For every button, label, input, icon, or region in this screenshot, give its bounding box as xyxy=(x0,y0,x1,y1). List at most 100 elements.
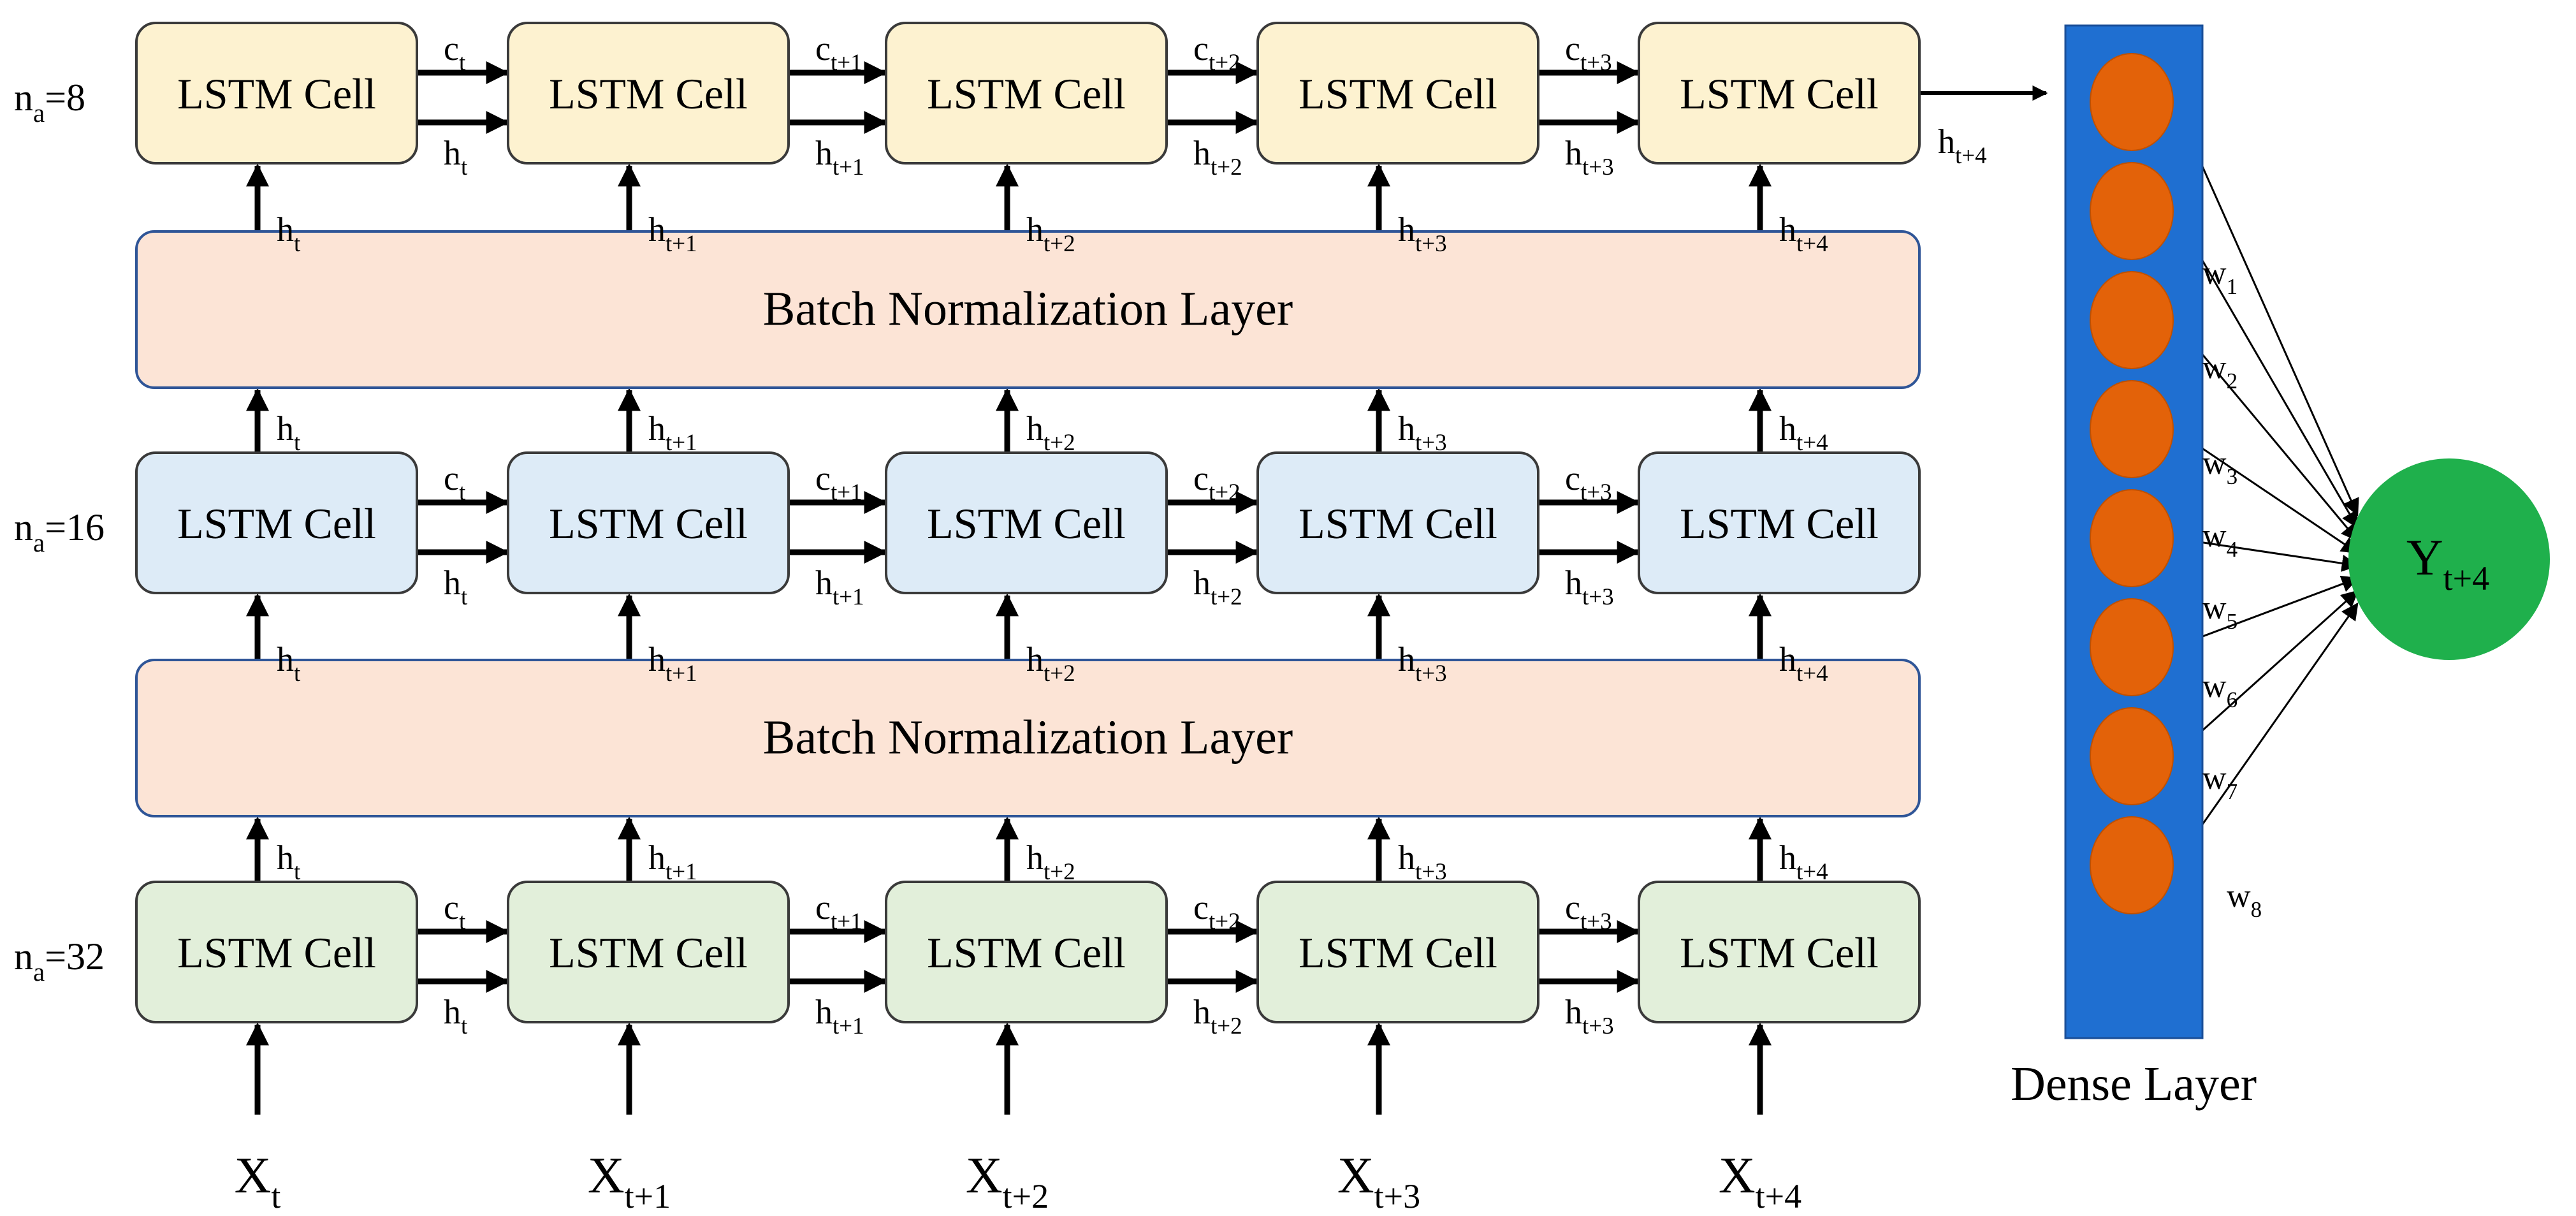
weight-label: w4 xyxy=(2202,518,2238,562)
hidden-state-label: ht+3 xyxy=(1565,564,1614,610)
hidden-state-label-main: h xyxy=(815,134,833,172)
hidden-state-label: ht+3 xyxy=(1565,993,1614,1039)
cell-state-label-main: c xyxy=(815,888,831,927)
hidden-up-label-sub: t+2 xyxy=(1044,430,1075,456)
weight-label-sub: 3 xyxy=(2227,464,2238,489)
hidden-state-label-main: h xyxy=(1565,564,1582,602)
hidden-up-label-sub: t+3 xyxy=(1415,430,1447,456)
hidden-up-label-sub: t+2 xyxy=(1044,859,1075,885)
lstm-cell-label: LSTM Cell xyxy=(177,499,376,548)
cell-state-label-sub: t+1 xyxy=(831,909,862,935)
weight-label-sub: 5 xyxy=(2227,609,2238,634)
layer-size-label-main: n xyxy=(14,506,33,548)
hidden-up-label-main: h xyxy=(1026,409,1044,448)
hidden-up-label: ht+1 xyxy=(648,210,697,257)
hidden-up-label-sub: t+4 xyxy=(1796,661,1828,687)
lstm-cell-label: LSTM Cell xyxy=(177,928,376,977)
cell-state-label-sub: t xyxy=(459,480,466,506)
hidden-up-label-main: h xyxy=(1398,210,1415,249)
output-node xyxy=(2348,458,2550,660)
hidden-up-label: ht+1 xyxy=(648,839,697,885)
cell-state-label: ct+3 xyxy=(1565,459,1612,506)
lstm-cell xyxy=(885,881,1168,1023)
lstm-cell xyxy=(1256,881,1539,1023)
input-label-main: X xyxy=(588,1148,625,1204)
hidden-up-label: ht+4 xyxy=(1779,210,1828,257)
layer-size-label-main: n xyxy=(14,77,33,119)
dense-node xyxy=(2090,53,2174,151)
hidden-up-label: ht+2 xyxy=(1026,640,1075,687)
weight-label-main: w xyxy=(2202,668,2227,705)
cell-state-label: ct+1 xyxy=(815,888,862,935)
hidden-up-label: ht+3 xyxy=(1398,409,1447,456)
hidden-state-label-sub: t+2 xyxy=(1211,154,1242,180)
weight-label: w1 xyxy=(2202,255,2238,299)
weight-label-sub: 7 xyxy=(2227,779,2238,804)
hidden-up-label: ht+3 xyxy=(1398,210,1447,257)
cell-state-label: ct+1 xyxy=(815,459,862,506)
cell-state-label-main: c xyxy=(444,888,459,927)
layer-size-label-suffix: =8 xyxy=(45,77,85,119)
hidden-state-label: ht+3 xyxy=(1565,134,1614,180)
weight-label-main: w xyxy=(2202,518,2227,554)
hidden-up-label-main: h xyxy=(277,640,294,678)
hidden-up-label-sub: t xyxy=(294,430,301,456)
hidden-up-label-main: h xyxy=(1398,409,1415,448)
hidden-up-label-main: h xyxy=(1026,839,1044,877)
hidden-state-label: ht+2 xyxy=(1193,564,1242,610)
hidden-state-label-main: h xyxy=(1193,134,1211,172)
hidden-state-label-sub: t+1 xyxy=(833,584,864,610)
hidden-up-label-sub: t+1 xyxy=(666,661,697,687)
weight-connection xyxy=(2172,101,2359,516)
input-label-main: X xyxy=(235,1148,272,1204)
hidden-up-label-main: h xyxy=(277,839,294,877)
output-label-main: Y xyxy=(2406,530,2443,586)
hidden-state-label-main: h xyxy=(1565,134,1582,172)
hidden-state-label-main: h xyxy=(444,134,461,172)
lstm-cell-label: LSTM Cell xyxy=(1299,499,1497,548)
cell-state-label-sub: t+3 xyxy=(1580,480,1612,506)
hidden-up-label: ht xyxy=(277,839,301,885)
hidden-state-label-main: h xyxy=(444,993,461,1031)
connector-arrows xyxy=(246,61,2359,1115)
cell-state-label-sub: t+1 xyxy=(831,480,862,506)
hidden-up-label-main: h xyxy=(277,210,294,249)
weight-connection xyxy=(2173,428,2359,554)
batch-norm-layer xyxy=(135,230,1921,389)
output-label-sub: t+4 xyxy=(2443,559,2489,597)
hidden-up-label-main: h xyxy=(1779,640,1796,678)
hidden-up-label-sub: t+4 xyxy=(1796,859,1828,885)
hidden-state-label-main: h xyxy=(1565,993,1582,1031)
cell-state-label-sub: t+3 xyxy=(1580,909,1612,935)
layer-size-label: na=8 xyxy=(14,77,85,128)
input-label-sub: t+3 xyxy=(1374,1177,1420,1215)
weight-label: w7 xyxy=(2202,760,2238,804)
layer-boxes xyxy=(135,22,2550,1039)
hidden-up-label-main: h xyxy=(277,409,294,448)
hidden-up-label-sub: t xyxy=(294,859,301,885)
weight-label: w6 xyxy=(2202,668,2238,712)
cell-state-label-sub: t xyxy=(459,909,466,935)
lstm-cell xyxy=(507,451,790,594)
lstm-cell xyxy=(1256,22,1539,165)
cell-state-label-main: c xyxy=(1193,888,1209,927)
hidden-state-label-sub: t xyxy=(461,584,468,610)
cell-state-label-main: c xyxy=(1193,29,1209,68)
hidden-up-label-main: h xyxy=(648,640,666,678)
hidden-up-label-sub: t+1 xyxy=(666,430,697,456)
lstm-cell xyxy=(1638,451,1921,594)
hidden-up-label-main: h xyxy=(1398,640,1415,678)
hidden-up-label-sub: t+1 xyxy=(666,859,697,885)
hidden-up-label-main: h xyxy=(648,210,666,249)
weight-connection xyxy=(2173,537,2359,572)
hidden-state-label-sub: t+3 xyxy=(1582,1013,1614,1039)
layer-size-label-suffix: =32 xyxy=(45,935,105,978)
hidden-up-label-main: h xyxy=(1779,409,1796,448)
hidden-state-label-main: h xyxy=(444,564,461,602)
hidden-state-label: ht xyxy=(444,993,468,1039)
weight-connection xyxy=(2172,602,2359,866)
hidden-up-label: ht+2 xyxy=(1026,839,1075,885)
hidden-state-label-sub: t+2 xyxy=(1211,1013,1242,1039)
weight-label-main: w xyxy=(2202,760,2227,796)
